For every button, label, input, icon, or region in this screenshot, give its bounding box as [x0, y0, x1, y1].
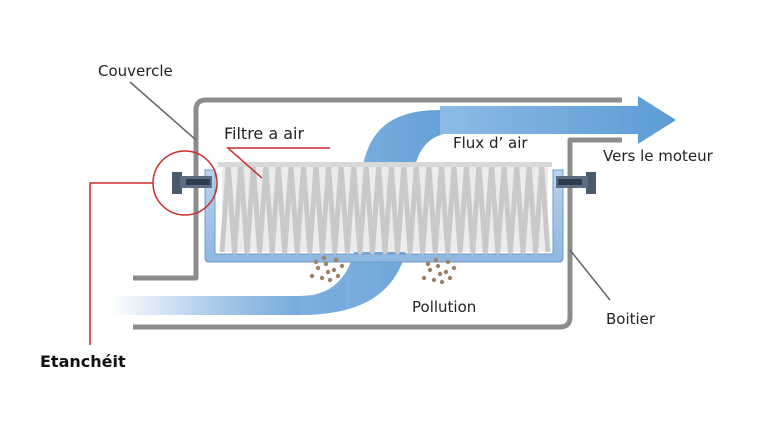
dust-particle: [435, 263, 441, 269]
dust-particle: [447, 275, 453, 281]
dust-particle: [427, 267, 433, 273]
dust-particle: [445, 259, 451, 265]
label-flux-air: Flux d’ air: [453, 134, 528, 152]
housing-bottom-outline: [133, 137, 622, 330]
dust-particle: [433, 257, 439, 263]
airflow-through-filter: [300, 110, 600, 315]
dust-particle: [443, 269, 449, 275]
dust-particle: [309, 273, 315, 279]
boitier-leader-line: [569, 249, 611, 301]
pollution-particles-left: [309, 255, 345, 283]
filtre-leader-line: [226, 147, 330, 179]
dust-particle: [451, 265, 457, 271]
dust-particle: [315, 265, 321, 271]
dust-particle: [327, 277, 333, 283]
airflow-inlet: [110, 280, 345, 315]
label-couvercle: Couvercle: [98, 62, 173, 80]
dust-particle: [323, 261, 329, 267]
dust-particle: [437, 271, 443, 277]
housing-outline: [133, 97, 622, 281]
label-pollution: Pollution: [412, 298, 476, 316]
label-filtre-a-air: Filtre a air: [224, 124, 305, 143]
dust-particle: [321, 255, 327, 261]
left-seal: [172, 172, 212, 194]
dust-particle: [339, 263, 345, 269]
dust-particle: [331, 267, 337, 273]
label-boitier: Boitier: [606, 310, 656, 328]
filter-pleats: [218, 162, 552, 255]
dust-particle: [431, 277, 437, 283]
airflow-outlet-arrow: [440, 96, 676, 144]
filter-top-edge: [218, 162, 552, 167]
dust-particle: [333, 257, 339, 263]
pollution-particles-right: [421, 257, 457, 285]
dust-particle: [319, 275, 325, 281]
dust-particle: [325, 269, 331, 275]
couvercle-leader-line: [129, 81, 197, 141]
label-etancheite: Etanchéit: [40, 352, 126, 371]
dust-particle: [439, 279, 445, 285]
label-vers-le-moteur: Vers le moteur: [603, 147, 714, 165]
filter-tray: [204, 169, 564, 263]
dust-particle: [425, 261, 431, 267]
dust-particle: [313, 259, 319, 265]
right-seal: [556, 172, 596, 194]
seal-callout-line: [89, 182, 153, 345]
dust-particle: [335, 273, 341, 279]
filter-pleat-zigzag: [219, 163, 551, 255]
dust-particle: [421, 275, 427, 281]
